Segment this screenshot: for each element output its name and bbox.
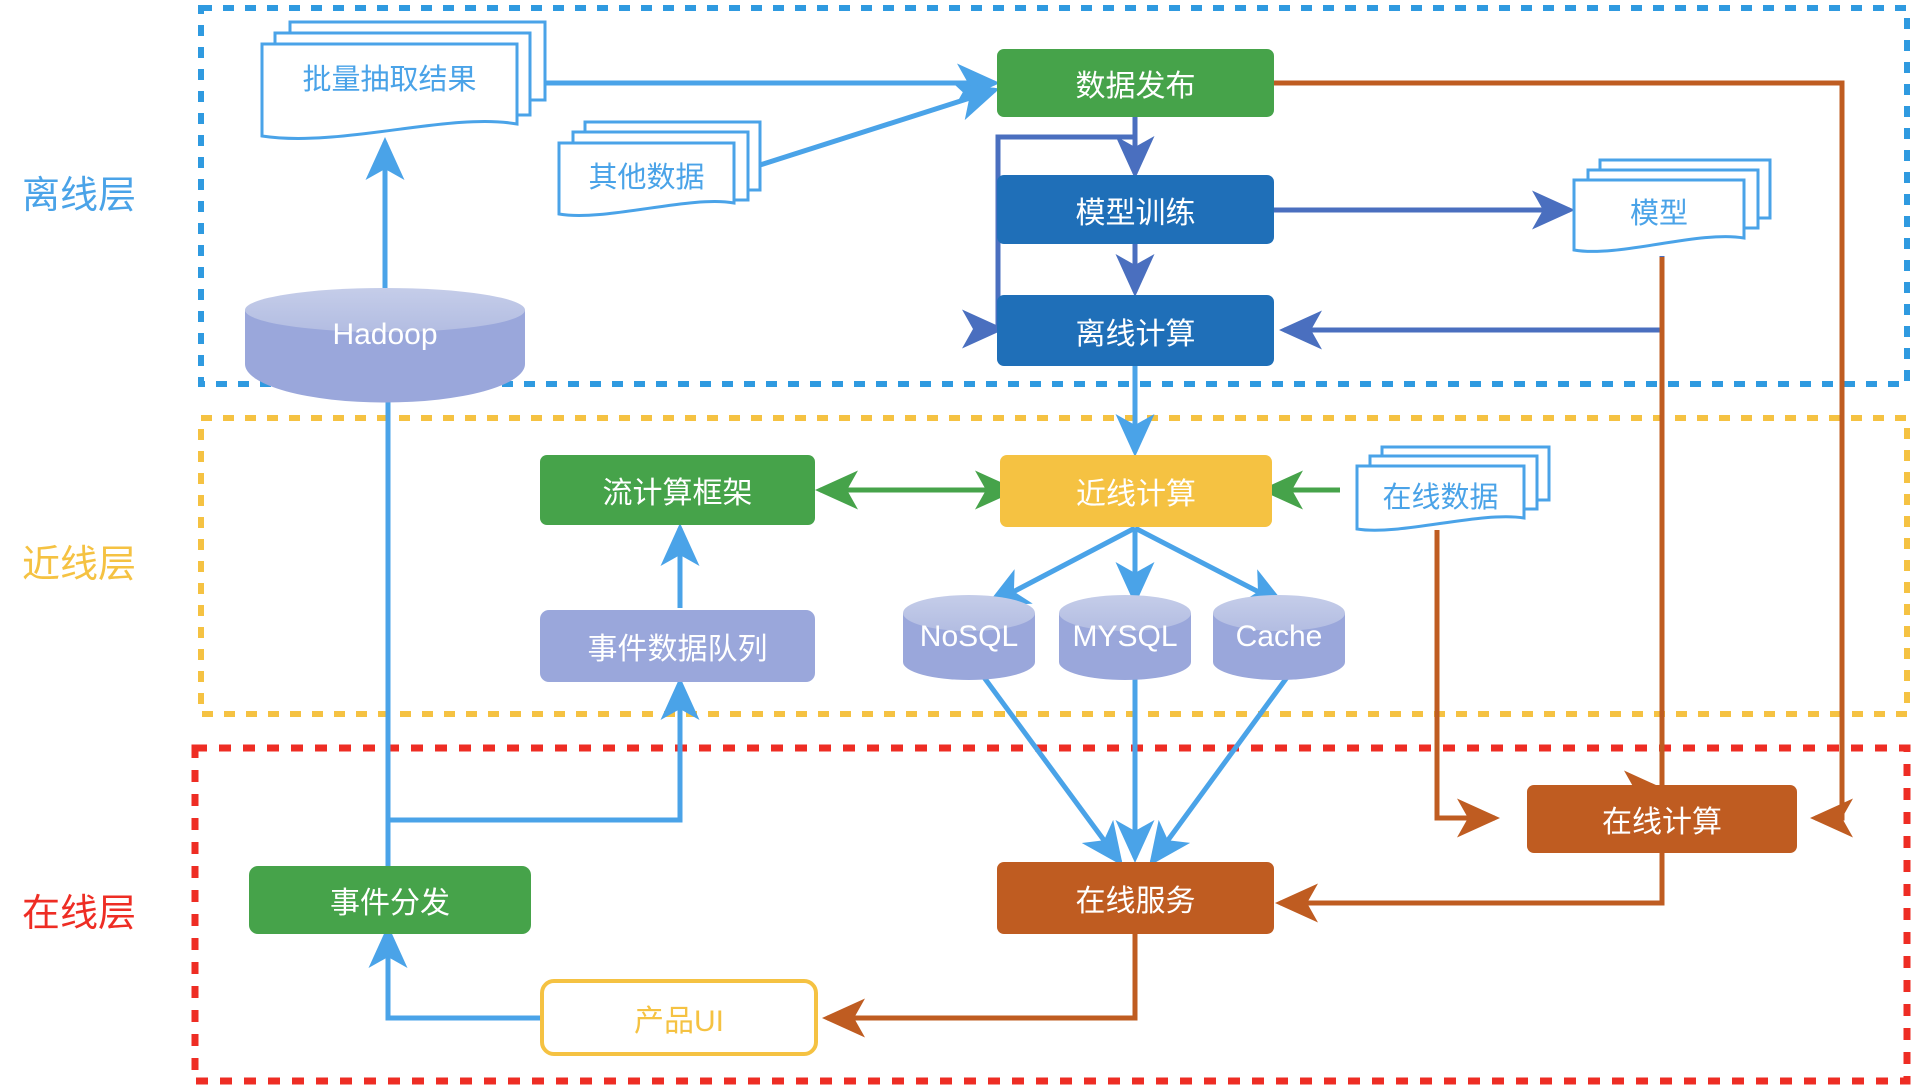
edge-productui-to-eventdispatch [368, 924, 542, 1021]
layer-frame-offline [198, 5, 1910, 387]
node-event-dispatch[interactable] [249, 866, 531, 934]
edge-onlinedata-to-onlinecompute [1434, 530, 1501, 838]
node-online-service[interactable] [997, 862, 1274, 934]
node-event-queue[interactable] [540, 610, 815, 682]
node-stream-framework[interactable] [540, 455, 815, 525]
edge-nosql-to-onlineservice [980, 674, 1123, 867]
layer-label-online: 在线层 [22, 893, 137, 935]
layer-frame-nearline [198, 415, 1910, 717]
layer-frame-online [191, 744, 1911, 1085]
node-mysql[interactable] [1059, 595, 1191, 680]
node-online-compute[interactable] [1527, 785, 1797, 853]
edge-nearline-to-cache [1133, 525, 1287, 607]
node-online-data[interactable] [1355, 445, 1551, 532]
layer-label-nearline: 近线层 [22, 544, 137, 586]
node-batch-extract-result[interactable] [260, 20, 547, 140]
node-nosql[interactable] [903, 595, 1035, 680]
node-product-ui[interactable] [540, 979, 818, 1056]
edge-eventdispatch-to-eventqueue [388, 676, 700, 823]
node-other-data[interactable] [557, 120, 762, 217]
edge-nearline-to-nosql [985, 525, 1137, 607]
edge-publish-to-onlinecompute [1274, 80, 1853, 838]
node-model-training[interactable] [997, 175, 1274, 244]
edge-cache-to-onlineservice [1149, 674, 1291, 867]
node-offline-compute[interactable] [997, 295, 1274, 366]
edge-model-to-offlinecompute [1278, 256, 1665, 350]
layer-label-offline: 离线层 [22, 175, 137, 217]
edge-onlinecompute-to-onlineservice [1274, 853, 1665, 923]
edge-onlineservice-to-productui [821, 932, 1138, 1038]
node-model[interactable] [1572, 158, 1772, 253]
node-hadoop[interactable] [245, 288, 525, 403]
node-data-publish[interactable] [997, 49, 1274, 117]
node-nearline-compute[interactable] [1000, 455, 1272, 527]
node-cache[interactable] [1213, 595, 1345, 680]
edge-otherdata-to-publish [759, 82, 1000, 168]
